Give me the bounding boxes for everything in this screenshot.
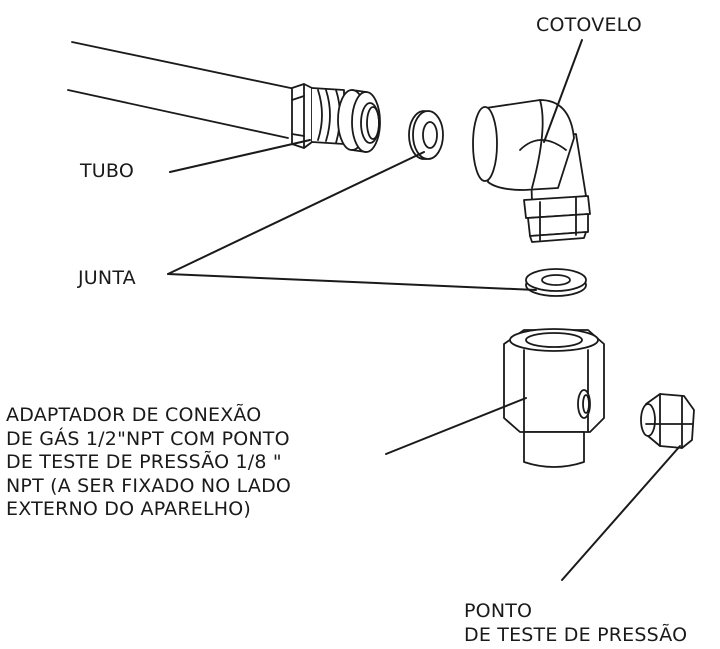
label-ponto-line-2: DE TESTE DE PRESSÃO xyxy=(464,623,688,646)
label-adapter-line-5: EXTERNO DO APARELHO) xyxy=(6,498,252,520)
label-cotovelo: COTOVELO xyxy=(536,14,642,36)
adapter-part xyxy=(503,328,605,468)
test-point-plug xyxy=(640,393,695,449)
label-junta: JUNTA xyxy=(78,267,136,289)
label-tubo: TUBO xyxy=(80,160,134,182)
leader-lines xyxy=(167,39,681,581)
tube-part xyxy=(67,41,381,153)
label-ponto: PONTO DE TESTE DE PRESSÃO xyxy=(464,600,687,647)
label-adapter-line-1: ADAPTADOR DE CONEXÃO xyxy=(6,404,262,426)
gasket-lower xyxy=(525,268,587,297)
label-adapter-line-4: NPT (A SER FIXADO NO LADO xyxy=(6,474,292,497)
label-adapter-line-2: DE GÁS 1/2"NPT COM PONTO xyxy=(6,427,290,450)
label-adapter: ADAPTADOR DE CONEXÃO DE GÁS 1/2"NPT COM … xyxy=(6,404,291,522)
gasket-upper xyxy=(408,110,444,160)
label-adapter-line-3: DE TESTE DE PRESSÃO 1/8 " xyxy=(6,451,282,473)
elbow-part xyxy=(472,99,591,243)
label-ponto-line-1: PONTO xyxy=(464,600,533,622)
